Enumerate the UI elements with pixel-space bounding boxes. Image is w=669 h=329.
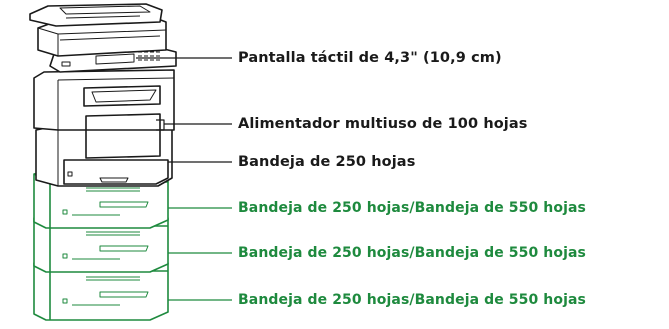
callout-multipurpose-feeder: Alimentador multiuso de 100 hojas <box>238 116 528 132</box>
printer-body <box>29 3 177 187</box>
callout-optional-tray-2: Bandeja de 250 hojas/Bandeja de 550 hoja… <box>238 245 586 261</box>
callout-standard-tray: Bandeja de 250 hojas <box>238 154 416 170</box>
callout-optional-tray-3: Bandeja de 250 hojas/Bandeja de 550 hoja… <box>238 292 586 308</box>
callout-touchscreen: Pantalla táctil de 4,3" (10,9 cm) <box>238 50 502 66</box>
leader-lines <box>136 57 232 301</box>
callout-optional-tray-1: Bandeja de 250 hojas/Bandeja de 550 hoja… <box>238 200 586 216</box>
